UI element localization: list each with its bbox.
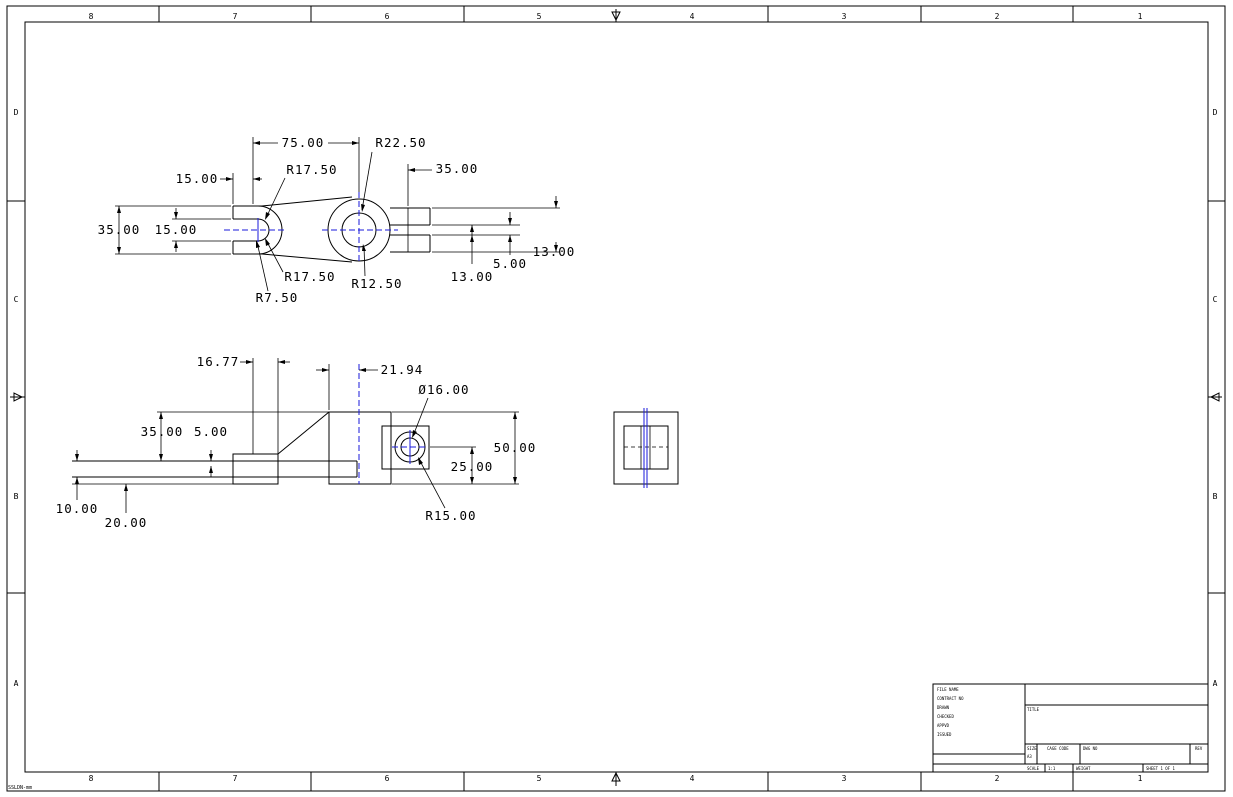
dim-75: 75.00 bbox=[282, 135, 325, 150]
dim-r15: R15.00 bbox=[425, 508, 476, 523]
dim-25: 25.00 bbox=[451, 459, 494, 474]
dim-35-left: 35.00 bbox=[98, 222, 141, 237]
zone-col-7-bottom: 7 bbox=[233, 774, 238, 783]
zone-col-4-bottom: 4 bbox=[690, 774, 695, 783]
dim-r17-50-bottom: R17.50 bbox=[284, 269, 335, 284]
dim-10: 10.00 bbox=[56, 501, 99, 516]
zone-col-1-top: 1 bbox=[1138, 12, 1143, 21]
zone-col-2-bottom: 2 bbox=[995, 774, 1000, 783]
dim-13-right: 13.00 bbox=[533, 244, 576, 259]
dim-21-94: 21.94 bbox=[381, 362, 424, 377]
footer-label: SSLDN-mm bbox=[8, 785, 32, 791]
centering-mark-top bbox=[611, 9, 621, 22]
dim-35-front: 35.00 bbox=[141, 424, 184, 439]
tb-scale-label: SCALE bbox=[1027, 766, 1040, 771]
dim-5: 5.00 bbox=[493, 256, 527, 271]
zone-row-d-left: D bbox=[14, 108, 19, 117]
sheet-border bbox=[6, 5, 1226, 792]
zone-row-a-left: A bbox=[14, 679, 19, 688]
top-view-geometry bbox=[224, 192, 431, 263]
dim-r7-50: R7.50 bbox=[256, 290, 299, 305]
dim-50: 50.00 bbox=[494, 440, 537, 455]
dim-13-mid: 13.00 bbox=[451, 269, 494, 284]
tb-issued: ISSUED bbox=[937, 732, 952, 737]
zone-col-4-top: 4 bbox=[690, 12, 695, 21]
zone-row-a-right: A bbox=[1213, 679, 1218, 688]
tb-dwg-no: DWG NO bbox=[1083, 746, 1098, 751]
tb-title: TITLE bbox=[1027, 707, 1040, 712]
tb-approved: APPVD bbox=[937, 723, 950, 728]
dim-r12-50: R12.50 bbox=[351, 276, 402, 291]
zone-row-b-left: B bbox=[14, 492, 19, 501]
dim-15-top: 15.00 bbox=[176, 171, 219, 186]
zone-col-8-top: 8 bbox=[89, 12, 94, 21]
zone-labels: 8 7 6 5 4 3 2 1 8 7 6 5 4 3 2 1 D C B A … bbox=[14, 12, 1218, 783]
centering-mark-left bbox=[10, 392, 25, 402]
tb-contract-no: CONTRACT NO bbox=[937, 696, 964, 701]
dim-20: 20.00 bbox=[105, 515, 148, 530]
zone-col-7-top: 7 bbox=[233, 12, 238, 21]
zone-row-d-right: D bbox=[1213, 108, 1218, 117]
top-view-dimension-lines bbox=[115, 137, 560, 292]
centering-mark-bottom bbox=[611, 771, 621, 786]
tb-scale-value: 1:1 bbox=[1048, 766, 1056, 771]
zone-col-8-bottom: 8 bbox=[89, 774, 94, 783]
front-view-geometry bbox=[72, 358, 430, 485]
zone-col-3-top: 3 bbox=[842, 12, 847, 21]
dim-dia-16: Ø16.00 bbox=[418, 382, 469, 397]
zone-row-b-right: B bbox=[1213, 492, 1218, 501]
dim-r17-50-top: R17.50 bbox=[286, 162, 337, 177]
tb-rev: REV bbox=[1195, 746, 1203, 751]
zone-row-c-right: C bbox=[1213, 295, 1218, 304]
tb-size-value: A3 bbox=[1027, 754, 1032, 759]
zone-col-5-top: 5 bbox=[537, 12, 542, 21]
centering-mark-right bbox=[1208, 392, 1222, 402]
zone-col-5-bottom: 5 bbox=[537, 774, 542, 783]
front-view-dimension-lines bbox=[72, 360, 519, 513]
zone-col-2-top: 2 bbox=[995, 12, 1000, 21]
side-view bbox=[613, 408, 679, 488]
title-block: FILE NAME CONTRACT NO DRAWN CHECKED APPV… bbox=[932, 683, 1209, 773]
dim-5-front: 5.00 bbox=[194, 424, 228, 439]
zone-col-6-top: 6 bbox=[385, 12, 390, 21]
front-view: 16.77 21.94 Ø16.00 35.00 5.00 50.00 25.0… bbox=[56, 354, 537, 530]
tb-drawn: DRAWN bbox=[937, 705, 950, 710]
zone-col-1-bottom: 1 bbox=[1138, 774, 1143, 783]
dim-16-77: 16.77 bbox=[197, 354, 240, 369]
dim-35-right: 35.00 bbox=[436, 161, 479, 176]
dim-r22-50: R22.50 bbox=[375, 135, 426, 150]
tb-sheet: SHEET 1 OF 1 bbox=[1146, 766, 1175, 771]
tb-weight: WEIGHT bbox=[1076, 766, 1091, 771]
zone-col-3-bottom: 3 bbox=[842, 774, 847, 783]
top-view: 75.00 R22.50 35.00 R17.50 15.00 35.00 15… bbox=[98, 135, 576, 305]
zone-row-c-left: C bbox=[14, 295, 19, 304]
tb-size-label: SIZE bbox=[1027, 746, 1037, 751]
tb-checked: CHECKED bbox=[937, 714, 954, 719]
tb-cage-code: CAGE CODE bbox=[1047, 746, 1069, 751]
tb-file-name: FILE NAME bbox=[937, 687, 959, 692]
zone-col-6-bottom: 6 bbox=[385, 774, 390, 783]
dim-15-left: 15.00 bbox=[155, 222, 198, 237]
